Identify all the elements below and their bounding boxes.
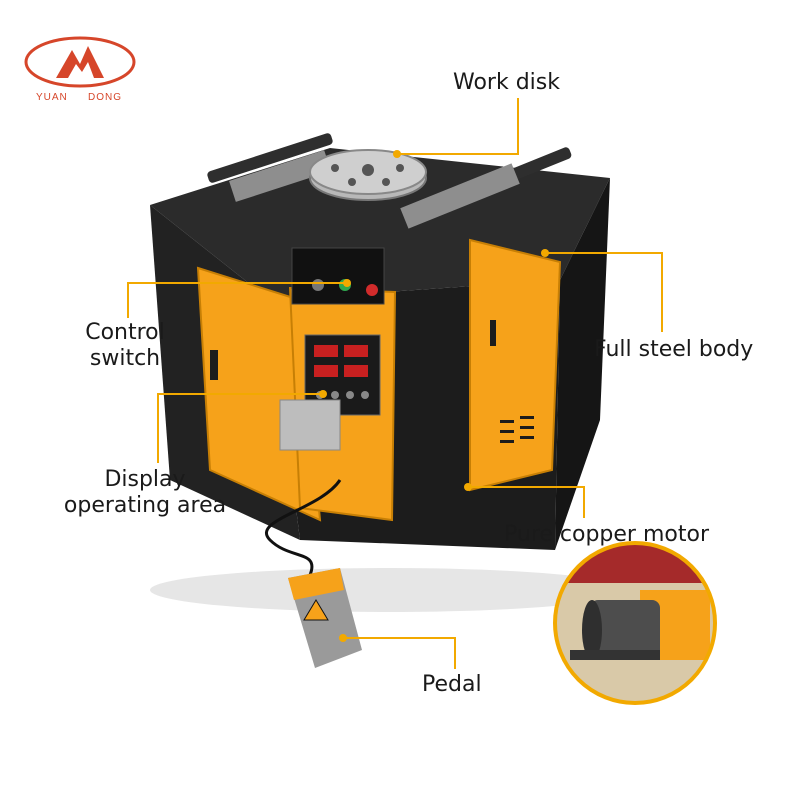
label-display-line1: Display: [104, 467, 186, 492]
leader-control-switch-h: [127, 282, 347, 284]
logo-text-right: DONG: [88, 92, 122, 103]
pointer-steel-body: [541, 249, 549, 257]
pointer-control-switch: [343, 279, 351, 287]
leader-motor-h: [468, 486, 585, 488]
machine-right-side: [555, 178, 610, 550]
label-full-steel-body: Full steel body: [594, 337, 754, 362]
leader-display-v: [157, 393, 159, 463]
brand-logo-emblem: [24, 36, 136, 88]
pointer-work-disk: [393, 150, 401, 158]
leader-pedal-v: [454, 637, 456, 669]
leader-pedal-h: [343, 637, 456, 639]
label-pedal: Pedal: [422, 672, 482, 697]
label-control-switch: Control switch: [60, 320, 190, 372]
pointer-display: [319, 390, 327, 398]
leader-steel-body-h: [545, 252, 663, 254]
leader-motor-v: [583, 486, 585, 518]
pointer-pedal: [339, 634, 347, 642]
leader-work-disk-v: [517, 98, 519, 154]
side-panel: [469, 238, 562, 492]
leader-display-h: [157, 393, 323, 395]
label-work-disk: Work disk: [453, 70, 560, 95]
leader-control-switch-v: [127, 282, 129, 318]
label-pure-copper-motor: Pure copper motor: [504, 522, 709, 547]
motor-inset: [555, 543, 715, 703]
logo-text-left: YUAN: [36, 92, 68, 103]
label-control-switch-line2: switch: [89, 346, 161, 371]
label-control-switch-line1: Control: [85, 320, 165, 345]
leader-steel-body-v: [661, 252, 663, 332]
pointer-motor: [464, 483, 472, 491]
label-display-operating-area: Display operating area: [40, 467, 250, 519]
label-display-line2: operating area: [63, 493, 227, 518]
motor: [590, 600, 660, 660]
leader-work-disk-h: [397, 153, 519, 155]
